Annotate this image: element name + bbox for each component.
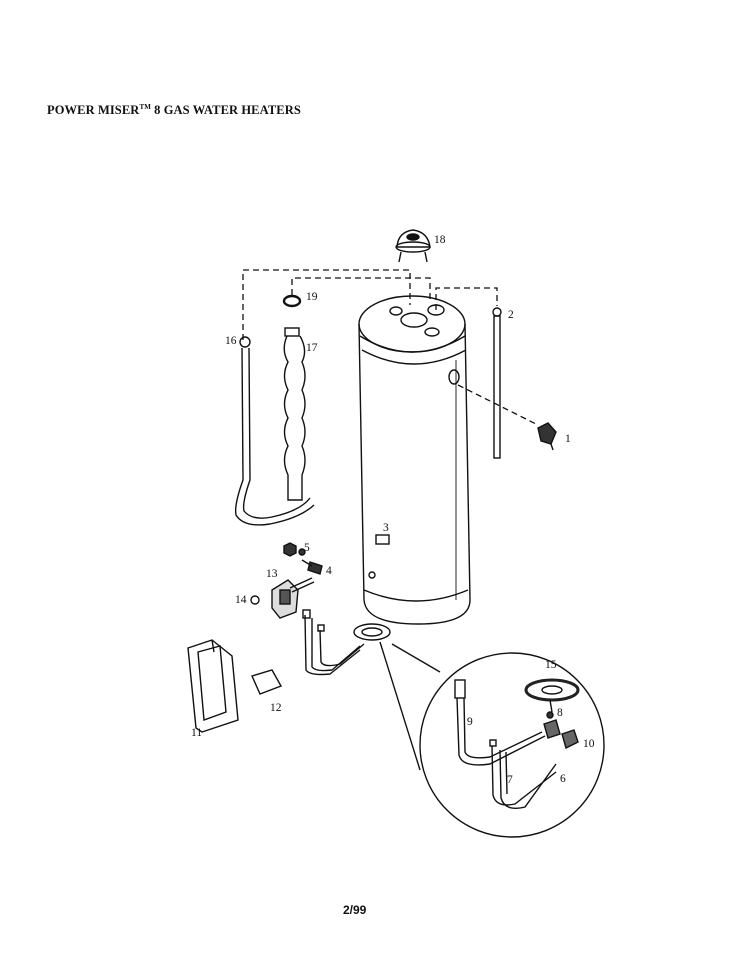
callout-1: 1 [565, 433, 571, 445]
part-17-flex-pipe [283, 327, 306, 501]
callout-9: 9 [467, 716, 473, 728]
part-19-ring [282, 294, 302, 308]
callout-13: 13 [266, 568, 278, 580]
part-14-knob [250, 595, 260, 605]
callout-10: 10 [583, 738, 595, 750]
part-1-drain-valve [537, 422, 557, 451]
callout-18: 18 [434, 234, 446, 246]
part-9-manifold-tube [454, 679, 546, 766]
burner-assembly [302, 609, 391, 676]
part-11-access-door [187, 639, 239, 733]
water-heater-tank [358, 295, 471, 625]
callout-14: 14 [235, 594, 247, 606]
part-10-pilot [543, 719, 579, 750]
callout-19: 19 [306, 291, 318, 303]
part-8-orifice [546, 711, 554, 719]
part-7-pilot-tube [489, 739, 557, 806]
page-code: 2/99 [343, 903, 367, 917]
callout-11: 11 [191, 727, 202, 739]
part-13-gas-control [271, 577, 315, 619]
callout-16: 16 [225, 335, 237, 347]
part-5-nut [283, 542, 306, 557]
callout-6: 6 [560, 773, 566, 785]
part-2-anode-rod [492, 307, 502, 459]
callout-labels: 1 2 3 4 5 6 7 8 9 10 11 12 13 14 15 16 1… [191, 234, 595, 786]
callout-17: 17 [306, 342, 318, 354]
page-title: POWER MISERTM 8 GAS WATER HEATERS [47, 103, 301, 118]
part-4-fitting [301, 559, 323, 575]
title-rest: 8 GAS WATER HEATERS [150, 103, 301, 118]
callout-8: 8 [557, 707, 563, 719]
part-6-thermocouple [499, 749, 557, 810]
part-12-inner-door [251, 669, 283, 695]
callout-12: 12 [270, 702, 282, 714]
callout-3: 3 [383, 522, 389, 534]
callout-2: 2 [508, 309, 514, 321]
detail-callout [379, 641, 605, 838]
callout-7: 7 [507, 774, 513, 786]
callout-15: 15 [545, 659, 557, 671]
part-15-burner [524, 678, 580, 713]
part-18-flue-cap [395, 229, 431, 263]
part-16-supply-tube [234, 336, 315, 526]
callout-5: 5 [304, 542, 310, 554]
callout-4: 4 [326, 565, 332, 577]
title-main: POWER MISER [47, 103, 140, 118]
title-trademark: TM [139, 103, 151, 111]
